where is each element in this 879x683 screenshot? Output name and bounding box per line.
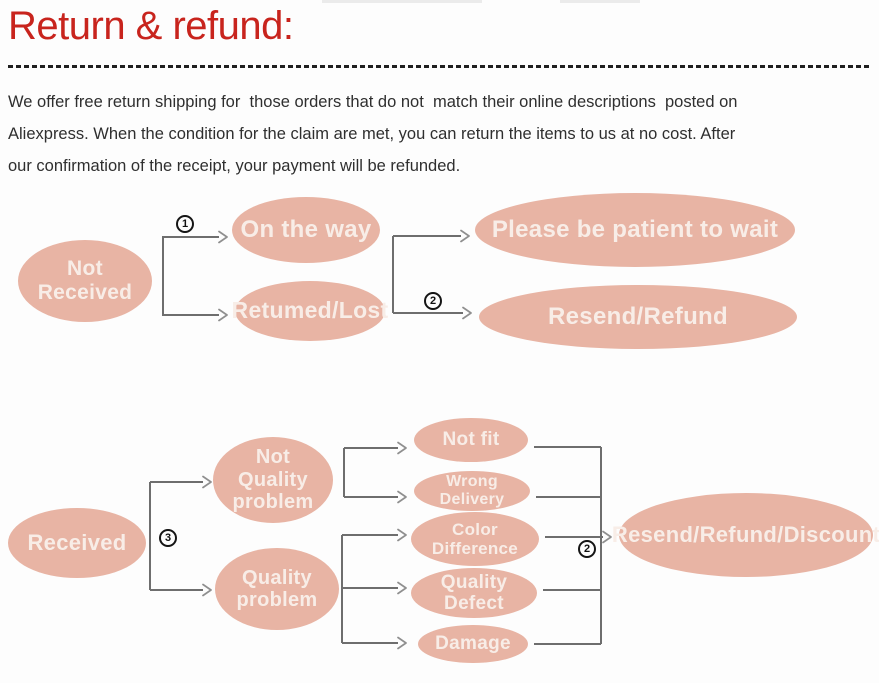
flow-node-color-difference: Color Difference [411, 512, 539, 566]
arrow-head-icon [397, 528, 407, 650]
intro-line: We offer free return shipping for those … [8, 93, 738, 111]
step-badge-1: 1 [176, 215, 194, 233]
flow-node-resend-refund-discount: Resend/Refund/Discount [612, 493, 879, 577]
arrow-head-icon [202, 475, 212, 597]
flowchart-received-connectors [149, 441, 612, 650]
flow-node-damage: Damage [418, 625, 528, 663]
flow-node-quality-defect: Quality Defect [411, 568, 537, 618]
fork-from-not-quality-problem [343, 447, 398, 498]
flow-node-resend-refund: Resend/Refund [479, 285, 797, 349]
arrow-head-icon [397, 441, 407, 504]
flow-node-not-fit: Not fit [414, 418, 528, 462]
step-badge-3: 3 [159, 529, 177, 547]
fork-from-received [149, 481, 203, 591]
flow-node-please-be-patient: Please be patient to wait [475, 193, 795, 267]
intro-paragraph: We offer free return shipping for those … [8, 86, 868, 182]
flow-node-not-quality-problem: Not Quality problem [213, 437, 333, 523]
page-title: Return & refund: [8, 4, 294, 48]
arrow-head-icon [602, 530, 612, 544]
flow-node-on-the-way: On the way [232, 197, 380, 263]
intro-line: our confirmation of the receipt, your pa… [8, 157, 461, 175]
arrow-head-icon [218, 230, 228, 322]
flow-node-returned-lost: Retumed/Lost [232, 281, 388, 341]
step-badge-2: 2 [424, 292, 442, 310]
fork-to-outcomes [392, 235, 463, 314]
flow-node-received: Received [8, 508, 146, 578]
arrow-head-icon [460, 229, 472, 320]
page-edge-artifact [560, 0, 640, 3]
collector-to-resolution [534, 446, 603, 645]
fork-from-not-received [162, 236, 219, 316]
page-edge-artifact [322, 0, 482, 3]
dashed-divider [8, 65, 872, 68]
fork-from-quality-problem [341, 534, 398, 644]
flow-node-not-received: Not Received [18, 240, 152, 322]
flowchart-not-received-connectors [162, 229, 472, 322]
intro-line: Aliexpress. When the condition for the c… [8, 125, 736, 143]
step-badge-2b: 2 [578, 540, 596, 558]
flow-node-quality-problem: Quality problem [215, 548, 339, 630]
flow-node-wrong-delivery: Wrong Delivery [414, 471, 530, 511]
